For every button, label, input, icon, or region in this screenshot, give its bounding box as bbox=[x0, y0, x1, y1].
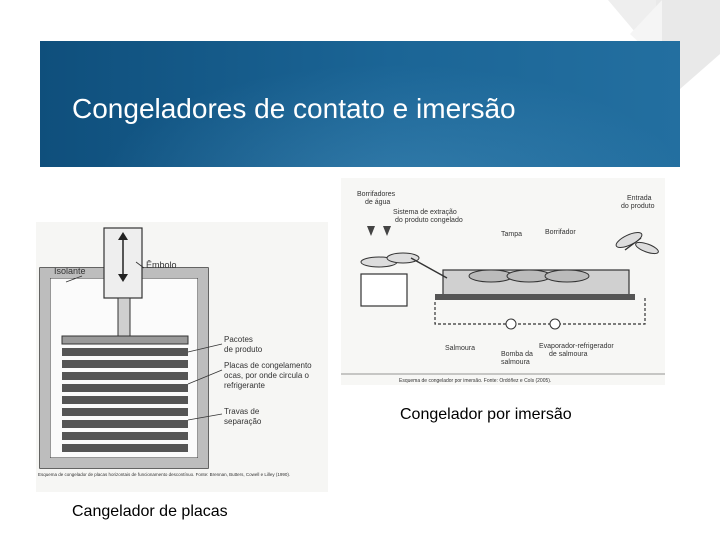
label-salmoura: Salmoura bbox=[445, 345, 475, 352]
right-caption: Congelador por imersão bbox=[400, 406, 572, 423]
label-tampa: Tampa bbox=[501, 231, 522, 238]
slide-title: Congeladores de contato e imersão bbox=[72, 93, 516, 124]
left-caption: Cangelador de placas bbox=[72, 503, 228, 520]
label-embolo: Êmbolo bbox=[146, 260, 177, 270]
title-bar: Congeladores de contato e imersão bbox=[40, 41, 680, 167]
right-source-note: Esquema de congelador por imersão. Fonte… bbox=[399, 378, 551, 384]
left-source-note: Esquema de congelador de placas horizont… bbox=[38, 472, 290, 477]
freezing-plates bbox=[62, 348, 188, 452]
label-isolante: Isolante bbox=[54, 266, 86, 276]
label-borrifador: Borrifador bbox=[545, 229, 576, 236]
